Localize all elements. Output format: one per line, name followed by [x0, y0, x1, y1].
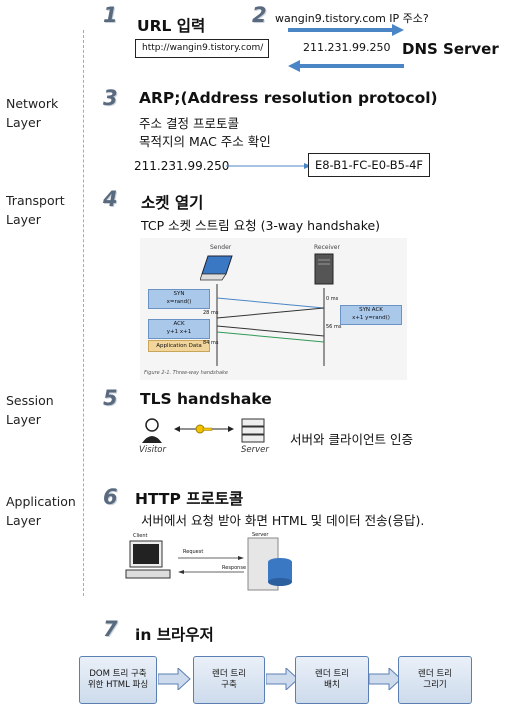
appdata-box: Application Data	[148, 340, 210, 352]
http-exchange-arrows	[178, 556, 244, 574]
step-6-title: HTTP 프로토콜	[135, 490, 244, 508]
server-tower-icon	[314, 253, 334, 285]
step-7-title: in 브라우저	[135, 626, 214, 644]
flow-step-1: DOM 트리 구축 위한 HTML 파싱	[79, 656, 157, 704]
client-label: Client	[133, 533, 148, 539]
visitor-label: Visitor	[139, 445, 166, 455]
flow-step-4: 렌더 트리 그리기	[398, 656, 472, 704]
flow-arrow-3	[369, 668, 402, 690]
time-56: 56 ms	[326, 324, 342, 330]
visitor-icon	[142, 418, 162, 443]
step-5-title: TLS handshake	[140, 390, 272, 408]
client-computer-icon	[125, 540, 171, 579]
dns-query-text: wangin9.tistory.com IP 주소?	[275, 12, 429, 25]
step-7-number: 7	[103, 617, 118, 641]
mac-address-box: E8-B1-FC-E0-B5-4F	[308, 153, 430, 177]
step-5-desc: 서버와 클라이언트 인증	[290, 432, 413, 447]
time-0: 0 ms	[326, 296, 339, 302]
request-label: Request	[183, 549, 204, 555]
step-1-number: 1	[103, 3, 118, 27]
divider-line	[83, 30, 84, 596]
http-server-label: Server	[252, 532, 269, 538]
dns-server-label: DNS Server	[402, 40, 499, 58]
dns-response-arrow	[288, 60, 404, 72]
step-6-number: 6	[103, 485, 118, 509]
arp-ip: 211.231.99.250	[134, 159, 230, 173]
receiver-label: Receiver	[314, 244, 340, 251]
step-4-title: 소켓 열기	[141, 194, 204, 212]
laptop-icon	[200, 255, 233, 281]
response-label: Response	[222, 565, 247, 571]
step-6-desc: 서버에서 요청 받아 화면 HTML 및 데이터 전송(응답).	[141, 513, 425, 528]
dns-request-arrow	[288, 24, 404, 36]
database-server-icon	[247, 537, 292, 591]
flow-arrow-2	[266, 668, 299, 690]
arp-line-2: 목적지의 MAC 주소 확인	[139, 134, 271, 149]
arp-arrow	[226, 163, 311, 169]
step-1-title: URL 입력	[137, 17, 206, 35]
arp-line-1: 주소 결정 프로토콜	[139, 116, 239, 131]
step-4-number: 4	[103, 187, 118, 211]
flow-step-3: 렌더 트리 배치	[295, 656, 369, 704]
step-3-title: ARP;(Address resolution protocol)	[139, 89, 438, 107]
figure-caption: Figure 2-1. Three-way handshake	[144, 370, 228, 376]
sender-label: Sender	[210, 244, 232, 251]
step-2-number: 2	[252, 3, 267, 27]
step-5-number: 5	[103, 386, 118, 410]
url-box: http://wangin9.tistory.com/	[135, 39, 269, 58]
step-3-number: 3	[103, 86, 118, 110]
flow-arrow-1	[158, 668, 191, 690]
dns-answer-ip: 211.231.99.250	[303, 41, 391, 54]
handshake-lines	[216, 284, 325, 366]
time-28: 28 ms	[203, 310, 219, 316]
flow-step-2: 렌더 트리 구축	[193, 656, 265, 704]
server-label: Server	[241, 445, 269, 455]
step-4-desc: TCP 소켓 스트림 요청 (3-way handshake)	[141, 218, 381, 233]
server-icon	[241, 418, 265, 443]
time-84: 84 ms	[203, 340, 219, 346]
tls-key-exchange-icon	[174, 424, 234, 434]
